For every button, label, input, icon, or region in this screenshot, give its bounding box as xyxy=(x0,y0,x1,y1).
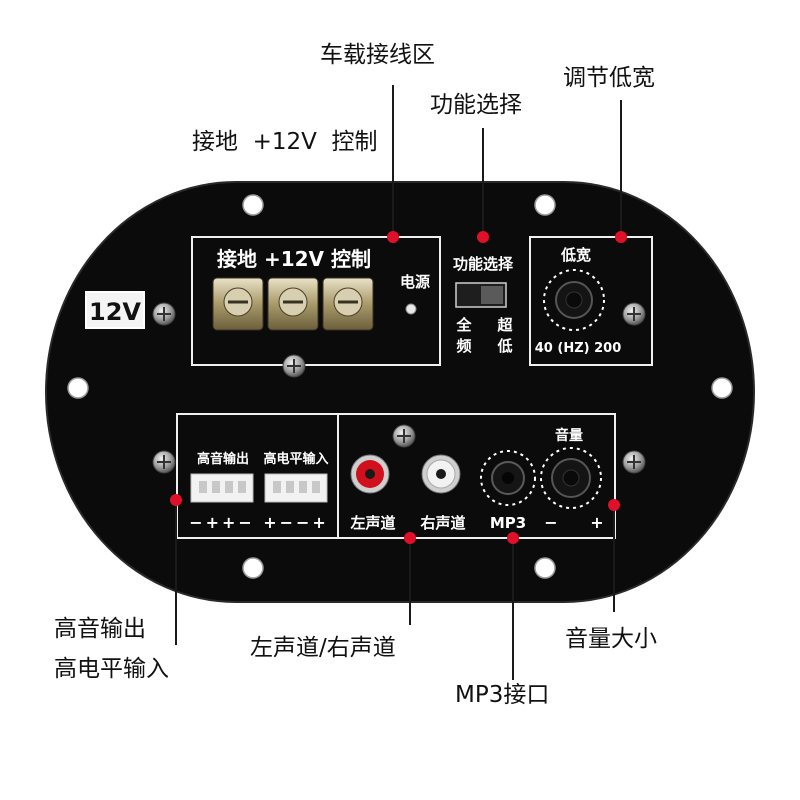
callout-markers xyxy=(170,231,627,544)
volume-plus: + xyxy=(590,513,603,532)
mp3-label: MP3 xyxy=(490,514,526,532)
mounting-hole xyxy=(534,194,556,216)
mounting-hole xyxy=(242,557,264,579)
terminal-block-frame xyxy=(191,236,441,366)
marker-bass-width xyxy=(615,231,627,243)
screw xyxy=(152,450,176,474)
pin-signs-right: +−−+ xyxy=(263,513,329,532)
voltage-badge: 12V xyxy=(89,298,141,326)
mounting-hole xyxy=(711,377,733,399)
voltage-badge-box xyxy=(85,291,145,329)
screw xyxy=(152,302,176,326)
callout-function-select: 功能选择 xyxy=(430,92,522,118)
volume-dial-ring xyxy=(540,447,602,509)
callout-wiring-area: 车载接线区 xyxy=(320,42,435,68)
bass-width-frame xyxy=(529,236,653,366)
screw xyxy=(622,302,646,326)
mp3-dial-ring xyxy=(480,450,536,506)
callout-treble-output: 高音输出 xyxy=(54,616,146,642)
marker-wiring-area xyxy=(387,231,399,243)
marker-volume xyxy=(608,499,620,511)
panel-screws xyxy=(152,302,646,474)
input-block-frame xyxy=(176,413,616,539)
switch-super: 超 xyxy=(496,316,513,334)
screw xyxy=(282,354,306,378)
power-label: 电源 xyxy=(400,273,430,291)
callout-left-right-channel: 左声道/右声道 xyxy=(250,635,396,661)
callout-bass-width: 调节低宽 xyxy=(563,65,655,91)
marker-mp3 xyxy=(507,532,519,544)
callout-mp3-port: MP3接口 xyxy=(455,682,550,708)
treble-out-pins xyxy=(199,481,246,493)
callout-high-level-input: 高电平输入 xyxy=(54,656,169,682)
terminal-screws xyxy=(212,277,374,331)
mounting-hole xyxy=(534,557,556,579)
volume-minus: − xyxy=(544,513,557,532)
switch-full: 全 xyxy=(455,316,472,334)
function-switch-knob[interactable] xyxy=(481,286,503,304)
callout-terminal-labels: 接地 +12V 控制 xyxy=(192,129,378,155)
rca-left-jack[interactable] xyxy=(350,454,390,494)
switch-freq: 频 xyxy=(456,337,471,355)
switch-low: 低 xyxy=(496,337,512,355)
high-level-in-pins xyxy=(273,481,320,493)
callout-volume: 音量大小 xyxy=(565,626,657,652)
screw xyxy=(622,450,646,474)
mounting-hole xyxy=(67,377,89,399)
high-level-in-label: 高电平输入 xyxy=(263,451,328,467)
power-led xyxy=(405,303,417,315)
left-channel-label: 左声道 xyxy=(349,514,395,532)
marker-treble-output xyxy=(170,494,182,506)
bass-dial-ring xyxy=(543,269,605,331)
mounting-holes xyxy=(67,194,733,579)
switch-title: 功能选择 xyxy=(453,255,514,273)
right-channel-label: 右声道 xyxy=(420,514,465,532)
marker-channels xyxy=(404,532,416,544)
mounting-hole xyxy=(242,194,264,216)
bass-range: 40 (HZ) 200 xyxy=(535,341,621,356)
screw xyxy=(392,424,416,448)
mp3-jack[interactable] xyxy=(491,461,525,495)
bass-title: 低宽 xyxy=(560,246,591,264)
treble-out-label: 高音输出 xyxy=(197,451,249,467)
callout-leaders xyxy=(175,85,622,680)
terminal-header: 接地 +12V 控制 xyxy=(217,247,371,271)
pin-signs-left: −++− xyxy=(189,513,255,532)
rca-right-jack[interactable] xyxy=(421,454,461,494)
marker-function-select xyxy=(477,231,489,243)
volume-title: 音量 xyxy=(555,427,583,444)
